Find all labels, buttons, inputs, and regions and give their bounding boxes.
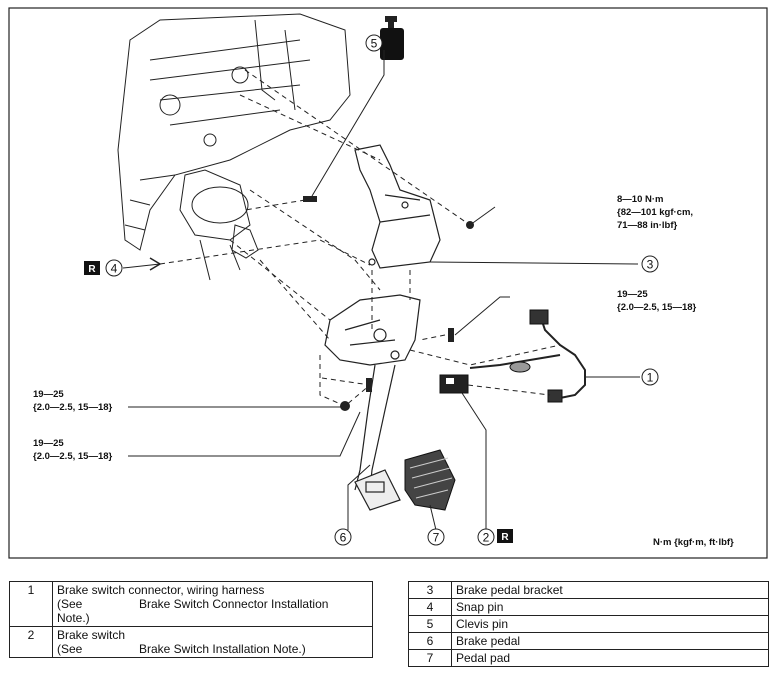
part-name: Snap pin (451, 598, 769, 616)
table-row: 2 Brake switch (See Brake Switch Installa… (9, 626, 373, 658)
part-name: Clevis pin (451, 615, 769, 633)
part-number: 2 (9, 626, 53, 658)
svg-text:5: 5 (371, 37, 378, 51)
part-number: 6 (408, 632, 452, 650)
diagram-frame (8, 7, 768, 559)
svg-text:7: 7 (433, 531, 440, 545)
brake-pedal-assembly (324, 294, 421, 511)
part-name: Brake pedal (451, 632, 769, 650)
svg-text:8—10 N·m: 8—10 N·m (617, 194, 663, 205)
svg-text:{2.0—2.5, 15—18}: {2.0—2.5, 15—18} (617, 302, 697, 313)
table-row: 3 Brake pedal bracket (408, 581, 769, 599)
torque-label-mid: 19—25 {2.0—2.5, 15—18} (617, 289, 697, 313)
install-note-link[interactable]: Brake Switch Connector Installation (139, 597, 329, 611)
svg-text:19—25: 19—25 (33, 389, 64, 400)
callout-2: 2 (477, 528, 495, 546)
exploded-view-diagram: 8—10 N·m {82—101 kgf·cm, 71—88 in·lbf} 1… (8, 7, 768, 559)
torque-label-left2: 19—25 {2.0—2.5, 15—18} (33, 438, 113, 462)
see-label: (See (57, 597, 83, 611)
svg-text:{82—101 kgf·cm,: {82—101 kgf·cm, (617, 207, 693, 218)
parts-table-left: 1 Brake switch connector, wiring harness… (9, 581, 373, 658)
part-name: Brake pedal bracket (451, 581, 769, 599)
table-row: 7 Pedal pad (408, 649, 769, 667)
table-row: 5 Clevis pin (408, 615, 769, 633)
part-name: Brake switch (57, 628, 126, 642)
part-description: Brake switch connector, wiring harness (… (52, 581, 373, 627)
callout-1: 1 (641, 368, 659, 386)
pedal-pad-shape (404, 449, 456, 511)
see-label: (See (57, 642, 83, 656)
svg-text:19—25: 19—25 (33, 438, 64, 449)
part-number: 7 (408, 649, 452, 667)
svg-text:2: 2 (483, 531, 490, 545)
svg-text:4: 4 (111, 262, 118, 276)
svg-text:71—88 in·lbf}: 71—88 in·lbf} (617, 220, 677, 231)
units-label: N·m {kgf·m, ft·lbf} (653, 537, 734, 548)
assembly-lines (159, 69, 561, 407)
torque-label-top: 8—10 N·m {82—101 kgf·cm, 71—88 in·lbf} (617, 194, 693, 231)
callout-4: 4 (105, 259, 123, 277)
part-number: 4 (408, 598, 452, 616)
table-row: 6 Brake pedal (408, 632, 769, 650)
callout-3: 3 (641, 255, 659, 273)
wiring-harness-shape (469, 309, 586, 403)
leader-lines (122, 50, 640, 531)
svg-text:6: 6 (340, 531, 347, 545)
svg-text:1: 1 (647, 371, 654, 385)
install-note-link[interactable]: Brake Switch Installation Note.) (139, 642, 306, 656)
part-name: Brake switch connector, wiring harness (57, 583, 265, 597)
svg-text:{2.0—2.5, 15—18}: {2.0—2.5, 15—18} (33, 451, 113, 462)
table-row: 4 Snap pin (408, 598, 769, 616)
callout-7: 7 (427, 528, 445, 546)
part-description: Brake switch (See Brake Switch Installati… (52, 626, 373, 658)
install-note-link-cont: Note.) (57, 611, 90, 625)
vehicle-structure (117, 13, 351, 281)
table-row: 1 Brake switch connector, wiring harness… (9, 581, 373, 627)
svg-text:R: R (501, 532, 509, 543)
brake-pedal-bracket-shape (354, 144, 441, 269)
svg-text:19—25: 19—25 (617, 289, 648, 300)
brake-switch-shape (439, 374, 469, 394)
parts-table-right: 3 Brake pedal bracket 4 Snap pin 5 Clevi… (408, 581, 769, 667)
callout-5: 5 (365, 34, 383, 52)
svg-text:3: 3 (647, 258, 654, 272)
callout-6: 6 (334, 528, 352, 546)
part-name: Pedal pad (451, 649, 769, 667)
part-number: 1 (9, 581, 53, 627)
part-number: 5 (408, 615, 452, 633)
fasteners (149, 196, 474, 411)
svg-text:{2.0—2.5, 15—18}: {2.0—2.5, 15—18} (33, 402, 113, 413)
r-mark-2 (497, 529, 513, 543)
svg-text:R: R (88, 264, 96, 275)
part-number: 3 (408, 581, 452, 599)
r-mark-4 (84, 261, 100, 275)
clevis-pin-icon (380, 16, 404, 60)
torque-label-left1: 19—25 {2.0—2.5, 15—18} (33, 389, 113, 413)
